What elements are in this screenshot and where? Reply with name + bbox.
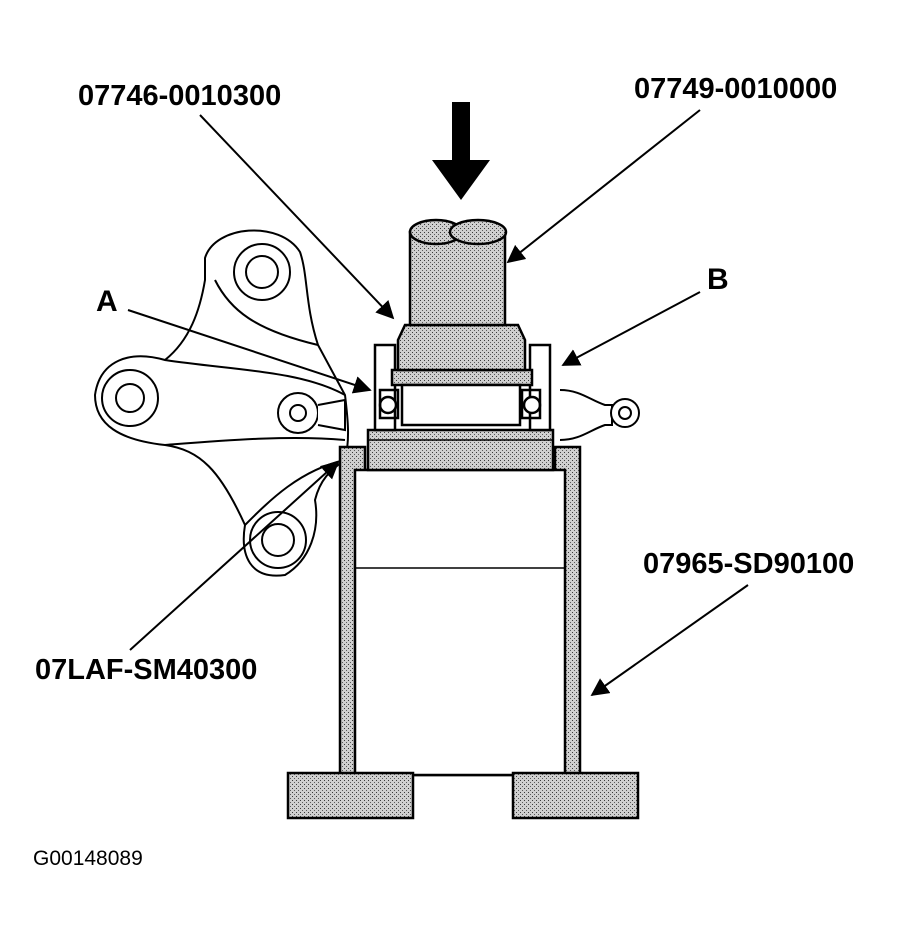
left-foot-block <box>286 771 415 820</box>
base-cylinder-tool <box>338 445 582 777</box>
callout-b: B <box>707 263 729 296</box>
press-direction-arrow-icon <box>432 102 490 200</box>
callout-a: A <box>96 285 118 318</box>
bearing-housing <box>373 343 552 432</box>
leader-lines <box>127 109 749 697</box>
driver-handle-tool <box>408 218 508 327</box>
label-07746-driver: 07746-0010300 <box>78 80 282 112</box>
driver-attachment-tool <box>396 323 527 372</box>
support-ring-tool <box>366 428 555 472</box>
figure-id: G00148089 <box>33 847 143 870</box>
steering-knuckle <box>93 229 640 577</box>
label-07749-handle: 07749-0010000 <box>634 73 838 105</box>
label-07965-base: 07965-SD90100 <box>643 548 855 580</box>
right-foot-block <box>511 771 640 820</box>
label-07laf-ring: 07LAF-SM40300 <box>35 654 258 686</box>
